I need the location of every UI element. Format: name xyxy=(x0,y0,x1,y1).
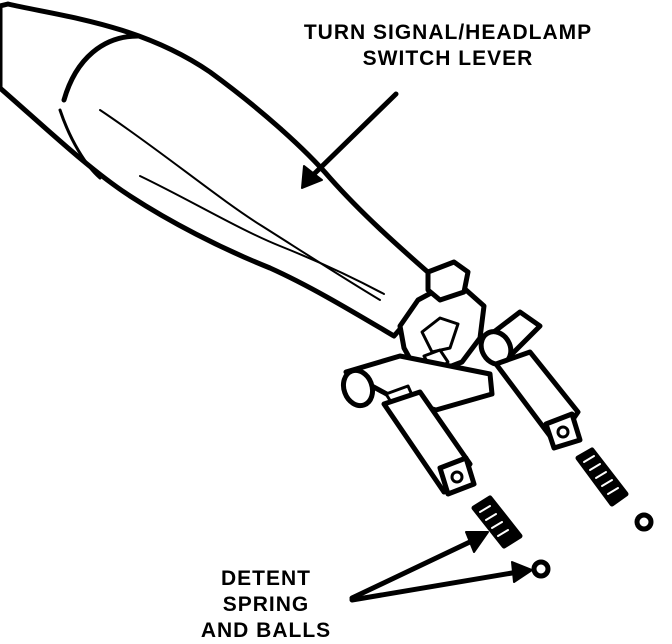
ball-leader-line xyxy=(349,569,521,603)
left-spring-body xyxy=(471,495,523,549)
left-pin-end xyxy=(340,367,376,409)
lever-contour-2 xyxy=(139,175,385,295)
left-bracket-arm xyxy=(381,389,477,497)
lever-callout-label: TURN SIGNAL/HEADLAMP SWITCH LEVER xyxy=(268,20,628,72)
lever-collar-rear xyxy=(58,108,102,180)
lever-pivot-head xyxy=(397,259,487,376)
lever-contour xyxy=(99,109,381,301)
left-arm-bore xyxy=(450,470,464,484)
right-detent-spring xyxy=(575,447,629,507)
detent-label-line-2: SPRING xyxy=(222,593,310,616)
pivot-inner xyxy=(420,316,460,354)
detent-label-line-1: DETENT xyxy=(221,567,311,590)
lever-leader-line xyxy=(309,91,399,179)
ball-leader-arrowhead xyxy=(511,561,533,583)
spring-leader-arrowhead xyxy=(465,531,489,553)
switch-lever xyxy=(0,1,441,339)
lever-label-line-2: SWITCH LEVER xyxy=(362,47,534,70)
lever-collar xyxy=(61,33,141,103)
spring-leader-line xyxy=(349,537,477,601)
left-spring-coils xyxy=(479,505,509,537)
lever-label-line-1: TURN SIGNAL/HEADLAMP xyxy=(303,21,593,44)
right-spring-body xyxy=(575,447,629,507)
pivot-tab xyxy=(425,259,471,303)
right-arm-bore xyxy=(556,425,570,439)
right-spring-coils xyxy=(583,455,619,495)
right-detent-ball xyxy=(634,512,654,532)
detent-label-line-3: AND BALLS xyxy=(200,619,332,642)
leader-lines xyxy=(301,91,533,603)
right-bracket-arm xyxy=(493,349,583,451)
right-pin xyxy=(478,309,543,367)
detent-callout-label: DETENT SPRING AND BALLS xyxy=(168,566,364,644)
left-detent-spring xyxy=(471,495,523,549)
lever-leader-arrowhead xyxy=(301,165,323,189)
left-detent-ball xyxy=(531,559,551,579)
